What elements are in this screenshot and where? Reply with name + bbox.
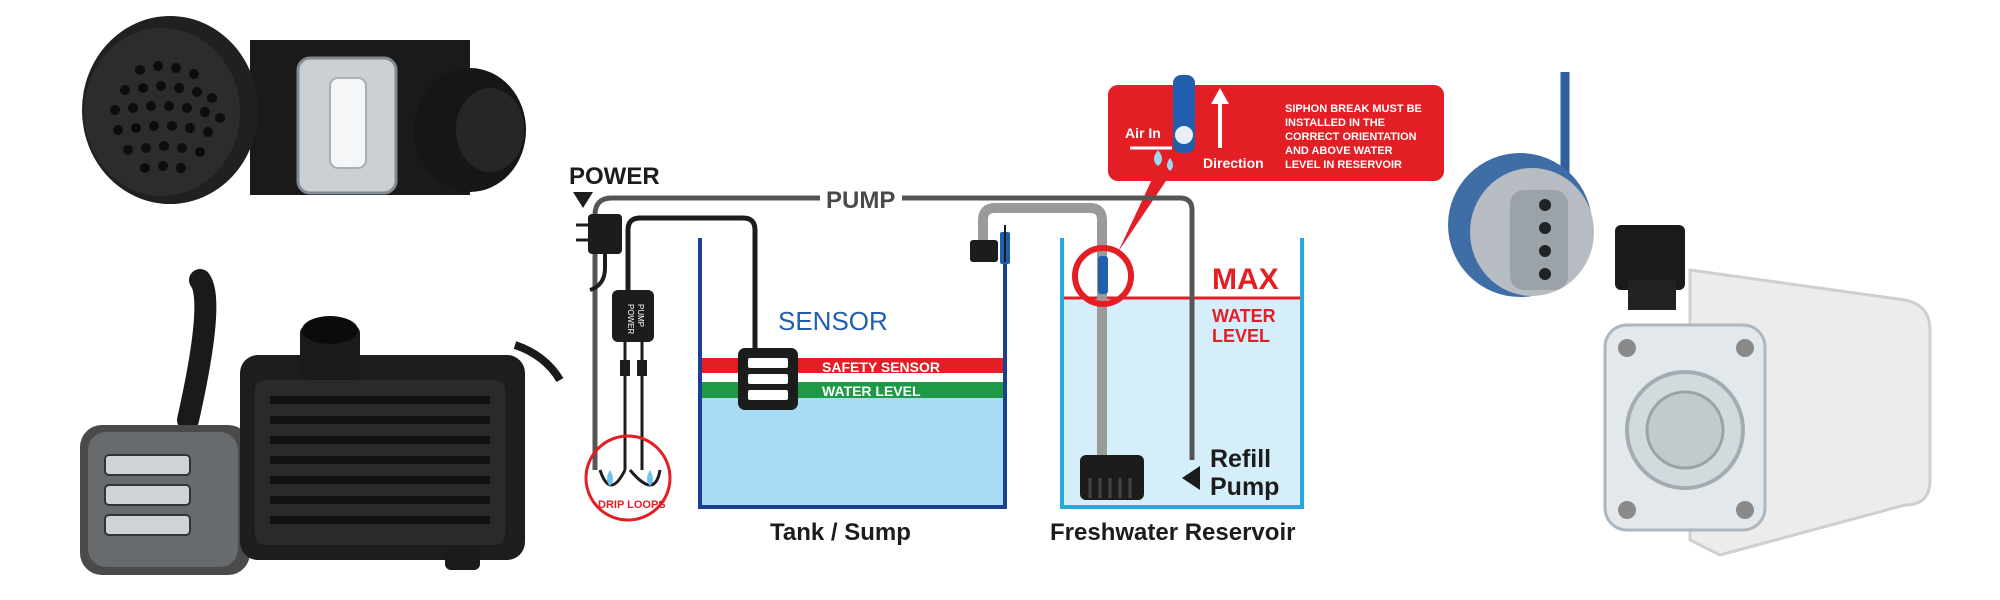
air-in-label: Air In	[1125, 125, 1161, 141]
max-label: MAX	[1212, 263, 1279, 296]
water-drop-icon	[1154, 150, 1162, 166]
callout-note-4: AND ABOVE WATER	[1285, 145, 1393, 157]
callout-note-2: INSTALLED IN THE	[1285, 117, 1385, 129]
tank-label: Tank / Sump	[770, 519, 911, 546]
drip-loops-label: DRIP LOOPS	[598, 499, 666, 511]
pump-label: PUMP	[826, 187, 895, 214]
tank-outline	[698, 238, 1007, 509]
callout-note-3: CORRECT ORIENTATION	[1285, 131, 1417, 143]
water-level-band-label: WATER LEVEL	[822, 383, 921, 399]
tank-sump: SAFETY SENSOR WATER LEVEL SENSOR Tank / …	[698, 238, 1007, 546]
refill-pump: Refill Pump	[970, 203, 1279, 501]
drip-loops: DRIP LOOPS	[584, 434, 672, 522]
direction-label: Direction	[1203, 155, 1264, 171]
controller-box	[612, 290, 654, 342]
callout-note-1: SIPHON BREAK MUST BE	[1285, 103, 1422, 115]
callout-note-5: LEVEL IN RESERVOIR	[1285, 159, 1402, 171]
refill-label-1: Refill	[1210, 445, 1271, 473]
sensor-and-pump-photo	[80, 269, 564, 575]
controller-label-1: POWER	[626, 304, 635, 334]
water-drop-icon	[607, 470, 613, 486]
power-label: POWER	[569, 163, 660, 190]
siphon-break-callout: Air In Direction SIPHON BREAK MUST BE IN…	[1108, 75, 1444, 181]
power-adapter	[588, 214, 622, 254]
water-level-label-1: WATER	[1212, 306, 1276, 326]
circulation-pump-photo	[82, 16, 526, 204]
power-arrow-icon	[573, 192, 593, 208]
tank-water	[700, 395, 1005, 507]
power-supply: POWER POWER PUMP	[569, 163, 662, 487]
water-drop-icon	[647, 470, 653, 486]
safety-sensor-label: SAFETY SENSOR	[822, 359, 940, 375]
refill-tube	[978, 203, 1107, 462]
direction-arrow-icon	[1211, 88, 1229, 104]
controller-label-2: PUMP	[636, 304, 645, 327]
dc-pump-and-sensor-photo	[1448, 72, 1932, 557]
reservoir-label: Freshwater Reservoir	[1050, 519, 1295, 546]
sensor-label: SENSOR	[778, 306, 888, 336]
refill-label-2: Pump	[1210, 473, 1279, 501]
pump-cable: PUMP	[592, 185, 1195, 470]
water-level-sensor	[625, 215, 798, 410]
reservoir-outline	[1060, 238, 1304, 509]
water-level-label-2: LEVEL	[1212, 326, 1270, 346]
